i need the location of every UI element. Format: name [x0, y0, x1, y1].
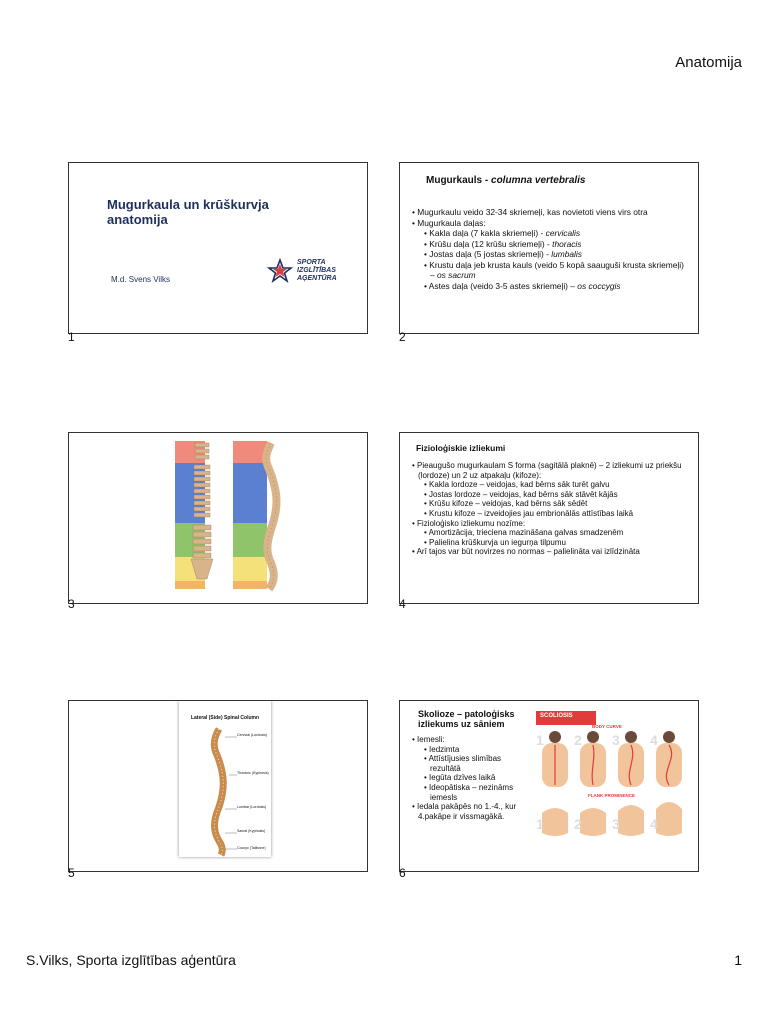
slide-4-title: Fizioloģiskie izliekumi — [416, 443, 506, 453]
spine-regions-illustration — [175, 441, 281, 592]
bullet-item: • Jostas daļa (5 jostas skriemeļi) - lum… — [424, 249, 582, 259]
bullet-item: • Iedala pakāpēs no 1.-4., kur 4.pakāpe … — [412, 802, 517, 821]
stage-number: 2 — [574, 816, 582, 832]
slide-number-4: 4 — [399, 597, 406, 611]
footer-author: S.Vilks, Sporta izglītības aģentūra — [26, 952, 236, 968]
bullet-item: • Krūšu kifoze – veidojas, kad bērns sāk… — [424, 499, 588, 509]
agency-logo: SPORTA IZGLĪTĪBAS AĢENTŪRA — [267, 258, 337, 284]
slide-2: Mugurkauls - columna vertebralis • Mugur… — [399, 162, 699, 334]
bullet-item: • Krustu daļa jeb krusta kauls (veido 5 … — [424, 259, 684, 281]
logo-line-2: IZGLĪTĪBAS — [297, 267, 336, 274]
bullet-item: • Palielina krūškurvja un iegurņa tilpum… — [424, 537, 566, 547]
slide-2-title: Mugurkauls - columna vertebralis — [426, 175, 586, 186]
bullet-item: • Mugurkaulu veido 32-34 skriemeļi, kas … — [412, 207, 648, 217]
slide-1-author: M.d. Svens Vilks — [111, 275, 170, 284]
slide-6-bullets: • Iemesli:• Iedzimta• Attīstījusies slim… — [410, 735, 530, 821]
bullet-item: • Astes daļa (veido 3-5 astes skriemeļi)… — [424, 280, 621, 291]
stage-number: 4 — [650, 816, 658, 832]
bullet-item: • Iegūta dzīves laikā — [424, 773, 496, 783]
bullet-item: • Pieaugušo mugurkaulam S forma (sagitāl… — [412, 461, 682, 480]
slide-number-1: 1 — [68, 330, 75, 344]
diagram-title: Lateral (Side) Spinal Column — [190, 715, 260, 721]
slide-number-3: 3 — [68, 597, 75, 611]
slide-number-5: 5 — [68, 866, 75, 880]
logo-line-1: SPORTA — [297, 259, 326, 266]
bullet-item: • Arī tajos var būt novirzes no normas –… — [412, 547, 640, 557]
footer-page-number: 1 — [734, 952, 742, 968]
slide-6: Skolioze – patoloģisks izliekums uz sāni… — [399, 700, 699, 872]
star-icon — [267, 258, 293, 284]
scoliosis-banner: SCOLIOSIS — [536, 711, 596, 725]
body-curve-label: BODY CURVE — [592, 724, 622, 729]
bullet-item: • Iemesli: — [412, 735, 445, 744]
label-cervical: Cervical (Lordosis) — [237, 733, 267, 737]
stage-number: 2 — [574, 732, 582, 748]
bullet-item: • Fizioloģisko izliekumu nozīme: — [412, 518, 526, 528]
bullet-item: • Attīstījusies slimības rezultātā — [424, 754, 502, 773]
document-header: Anatomija — [675, 54, 742, 71]
bullet-item: • Iedzimta — [424, 744, 460, 754]
stage-number: 1 — [536, 732, 544, 748]
label-thoracic: Thoracic (Kyphosis) — [237, 771, 269, 775]
stage-number: 3 — [612, 816, 620, 832]
slide-number-6: 6 — [399, 866, 406, 880]
label-sacral: Sacral (Kyphosis) — [237, 829, 266, 833]
bullet-item: • Amortizācija, trieciena mazināšana gal… — [424, 528, 624, 538]
label-coccyx: Coccyx (Tailbone) — [237, 846, 266, 850]
flank-prominence-label: FLANK PROMINENCE — [588, 793, 635, 798]
slide-3 — [68, 432, 368, 604]
spine-lateral-view — [233, 441, 281, 592]
logo-line-3: AĢENTŪRA — [297, 275, 337, 282]
slide-2-bullets: • Mugurkaulu veido 32-34 skriemeļi, kas … — [410, 207, 690, 291]
stage-number: 4 — [650, 732, 658, 748]
stage-number: 3 — [612, 732, 620, 748]
bullet-item: • Krūšu daļa (12 krūšu skriemeļi) - thor… — [424, 238, 582, 249]
slide-1: Mugurkaula un krūškurvja anatomija M.d. … — [68, 162, 368, 334]
bullet-item: • Kakla daļa (7 kakla skriemeļi) - cervi… — [424, 228, 581, 238]
label-lumbar: Lumbar (Lordosis) — [237, 805, 267, 809]
bullet-item: • Ideopātiska – nezināms iemesls — [424, 782, 514, 802]
bullet-item: • Kakla lordoze – veidojas, kad bērns sā… — [424, 480, 610, 490]
bullet-item: • Mugurkaula daļas: — [412, 217, 486, 228]
slide-number-2: 2 — [399, 330, 406, 344]
bullet-item: • Jostas lordoze – veidojas, kad bērns s… — [424, 489, 618, 499]
slide-1-title: Mugurkaula un krūškurvja anatomija — [107, 197, 269, 227]
slide-4: Fizioloģiskie izliekumi • Pieaugušo mugu… — [399, 432, 699, 604]
slide-6-title: Skolioze – patoloģisks izliekums uz sāni… — [418, 709, 515, 729]
lateral-spine-diagram: Lateral (Side) Spinal Column Cervical (L… — [179, 701, 271, 857]
stage-number: 1 — [536, 816, 544, 832]
bullet-item: • Krustu kifoze – izveidojies jau embrio… — [424, 508, 634, 518]
scoliosis-stages-illustration: 1 2 3 4 1 2 3 4 — [536, 731, 682, 836]
slide-5: Lateral (Side) Spinal Column Cervical (L… — [68, 700, 368, 872]
slide-4-bullets: • Pieaugušo mugurkaulam S forma (sagitāl… — [410, 461, 694, 557]
spine-posterior-view — [175, 441, 214, 589]
